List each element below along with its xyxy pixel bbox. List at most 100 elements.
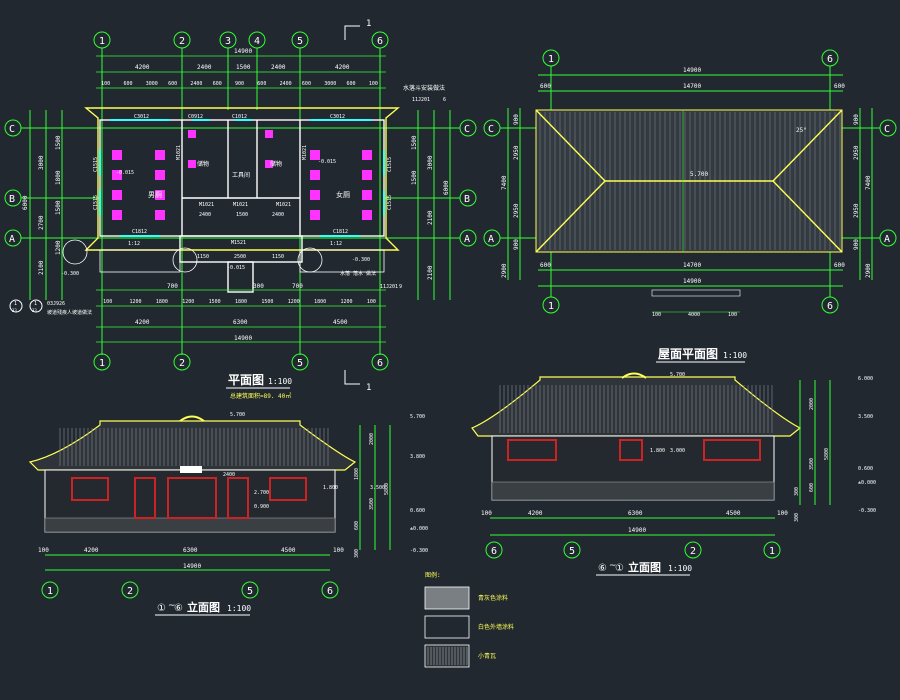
front-idim-1: 2.700 — [254, 490, 269, 496]
door-3: M1021 — [276, 202, 291, 208]
win-C1812-r: C1812 — [333, 229, 348, 235]
left-num-3: 33 — [12, 308, 17, 313]
dim-label: 900 — [235, 81, 244, 87]
front-roof — [28, 420, 357, 471]
inner-dim-5: 1150 — [272, 254, 284, 260]
front-base — [44, 517, 336, 533]
front-rdim-2: 600 — [354, 521, 360, 530]
section-cut-top — [344, 25, 360, 40]
dim-label: 1200 — [288, 299, 300, 305]
back-title: 立面图 — [628, 560, 661, 574]
front-title-tilde: ~ — [168, 601, 176, 611]
note-top: 水落斗安装做法 — [403, 84, 445, 92]
elevation-6-1: 6 5 2 1 100 4200 6300 4500 100 14900 6.0… — [471, 372, 876, 576]
axis-C-left: C — [9, 124, 15, 135]
dim-label: 2400 — [190, 81, 202, 87]
axis-C-right: C — [464, 124, 470, 135]
right-dim-4: 1500 — [411, 170, 418, 185]
roof-elev: 5.700 — [690, 171, 708, 178]
dim-label: 2400 — [280, 81, 292, 87]
right-dim-0: 6000 — [443, 180, 450, 195]
front-dim-4: 100 — [333, 547, 344, 554]
axis-5-bottom: 5 — [297, 358, 303, 369]
roof-top-dim-0: 14900 — [683, 67, 701, 74]
roof-title: 屋面平面图 — [658, 347, 718, 361]
door-4: M1521 — [231, 240, 246, 246]
axis-B-left: B — [9, 194, 15, 205]
back-idim-1: 3.000 — [670, 448, 685, 454]
dim-label: 600 — [123, 81, 132, 87]
left-dim-1: 3000 — [38, 155, 45, 170]
axis-A-right: A — [464, 234, 470, 245]
back-axis-5: 5 — [569, 546, 575, 557]
axis-4-top: 4 — [254, 36, 260, 47]
back-elev-3: 0.600 — [858, 466, 873, 472]
dim-label: 1200 — [130, 299, 142, 305]
back-title-b: ① — [615, 563, 624, 574]
axis-B-right: B — [464, 194, 470, 205]
roof-slope: 25° — [796, 127, 807, 134]
section-mark-bottom: 1 — [366, 383, 371, 393]
right-dim-5: 2100 — [427, 265, 434, 280]
roof-axis-A-right: A — [884, 234, 890, 245]
ramp-2: 1:12 — [330, 241, 342, 247]
dim-label: 100 — [367, 299, 376, 305]
dim-label: 1500 — [209, 299, 221, 305]
win-C1515-b: C1515 — [93, 195, 99, 210]
seg-bottom-1: 6300 — [233, 319, 248, 326]
front-idim-0: 2400 — [223, 472, 235, 478]
dim-label: 1200 — [340, 299, 352, 305]
roof-right-dim-5: 2900 — [865, 263, 872, 278]
dim-label: 1200 — [182, 299, 194, 305]
elev-5: -0.300 — [352, 257, 370, 263]
back-ridge-ornament — [621, 372, 647, 379]
left-num-4: 33 — [32, 308, 37, 313]
axis-2-top: 2 — [179, 36, 185, 47]
front-idim-2: 0.900 — [254, 504, 269, 510]
inner-dim-0: 2400 — [199, 212, 211, 218]
front-overall: 14900 — [183, 563, 201, 570]
back-rdim-1: 3500 — [809, 458, 815, 470]
win-C3012-l: C3012 — [134, 114, 149, 120]
dim-label: 1800 — [314, 299, 326, 305]
note-top-ref: 11J201 — [412, 97, 430, 103]
back-overall: 14900 — [628, 527, 646, 534]
seg-top-3: 2400 — [271, 64, 286, 71]
front-rdim-5: 300 — [354, 549, 360, 558]
legend-swatch-tile — [424, 644, 470, 668]
front-axis-5: 5 — [247, 586, 253, 597]
bd2-0: 700 — [167, 283, 178, 290]
win-C0912: C0912 — [188, 114, 203, 120]
plan-scale: 1:100 — [268, 377, 292, 386]
note-top-num: 6 — [443, 97, 446, 103]
right-dim-3: 1500 — [411, 135, 418, 150]
front-idim-3: 1.800 — [323, 485, 338, 491]
back-dim-0: 100 — [481, 510, 492, 517]
front-dim-1: 4200 — [84, 547, 99, 554]
roof-small-dim-2: 100 — [728, 312, 737, 318]
roof-right-dim-1: 2950 — [853, 145, 860, 160]
note-bottom-ref: 11J201 — [380, 284, 398, 290]
back-dim-2: 6300 — [628, 510, 643, 517]
roof-top-dim-3: 600 — [834, 83, 845, 90]
front-elev-5: -0.300 — [410, 548, 428, 554]
seg-top-1: 2400 — [197, 64, 212, 71]
inner-dim-3: 1150 — [197, 254, 209, 260]
back-rdim-3: 600 — [809, 483, 815, 492]
front-dim-0: 100 — [38, 547, 49, 554]
front-rdim-0: 2000 — [369, 433, 375, 445]
front-scale: 1:100 — [227, 604, 251, 613]
roof-plan: 1 6 1 6 C A C A 14900 14700 600 600 600 … — [483, 49, 897, 363]
axis-5-top: 5 — [297, 36, 303, 47]
section-mark-top: 1 — [366, 19, 371, 29]
inner-dim-4: 2500 — [234, 254, 246, 260]
dim-label: 600 — [168, 81, 177, 87]
back-elev-5: -0.300 — [858, 508, 876, 514]
roof-right-dim-2: 2950 — [853, 203, 860, 218]
left-dim-3: 1800 — [55, 170, 62, 185]
bd2-1: 300 — [253, 283, 264, 290]
front-ridge-ornament — [179, 415, 205, 422]
axis-2-bottom: 2 — [179, 358, 185, 369]
front-elev-4: ±0.000 — [410, 526, 428, 532]
roof-outline — [535, 109, 843, 253]
